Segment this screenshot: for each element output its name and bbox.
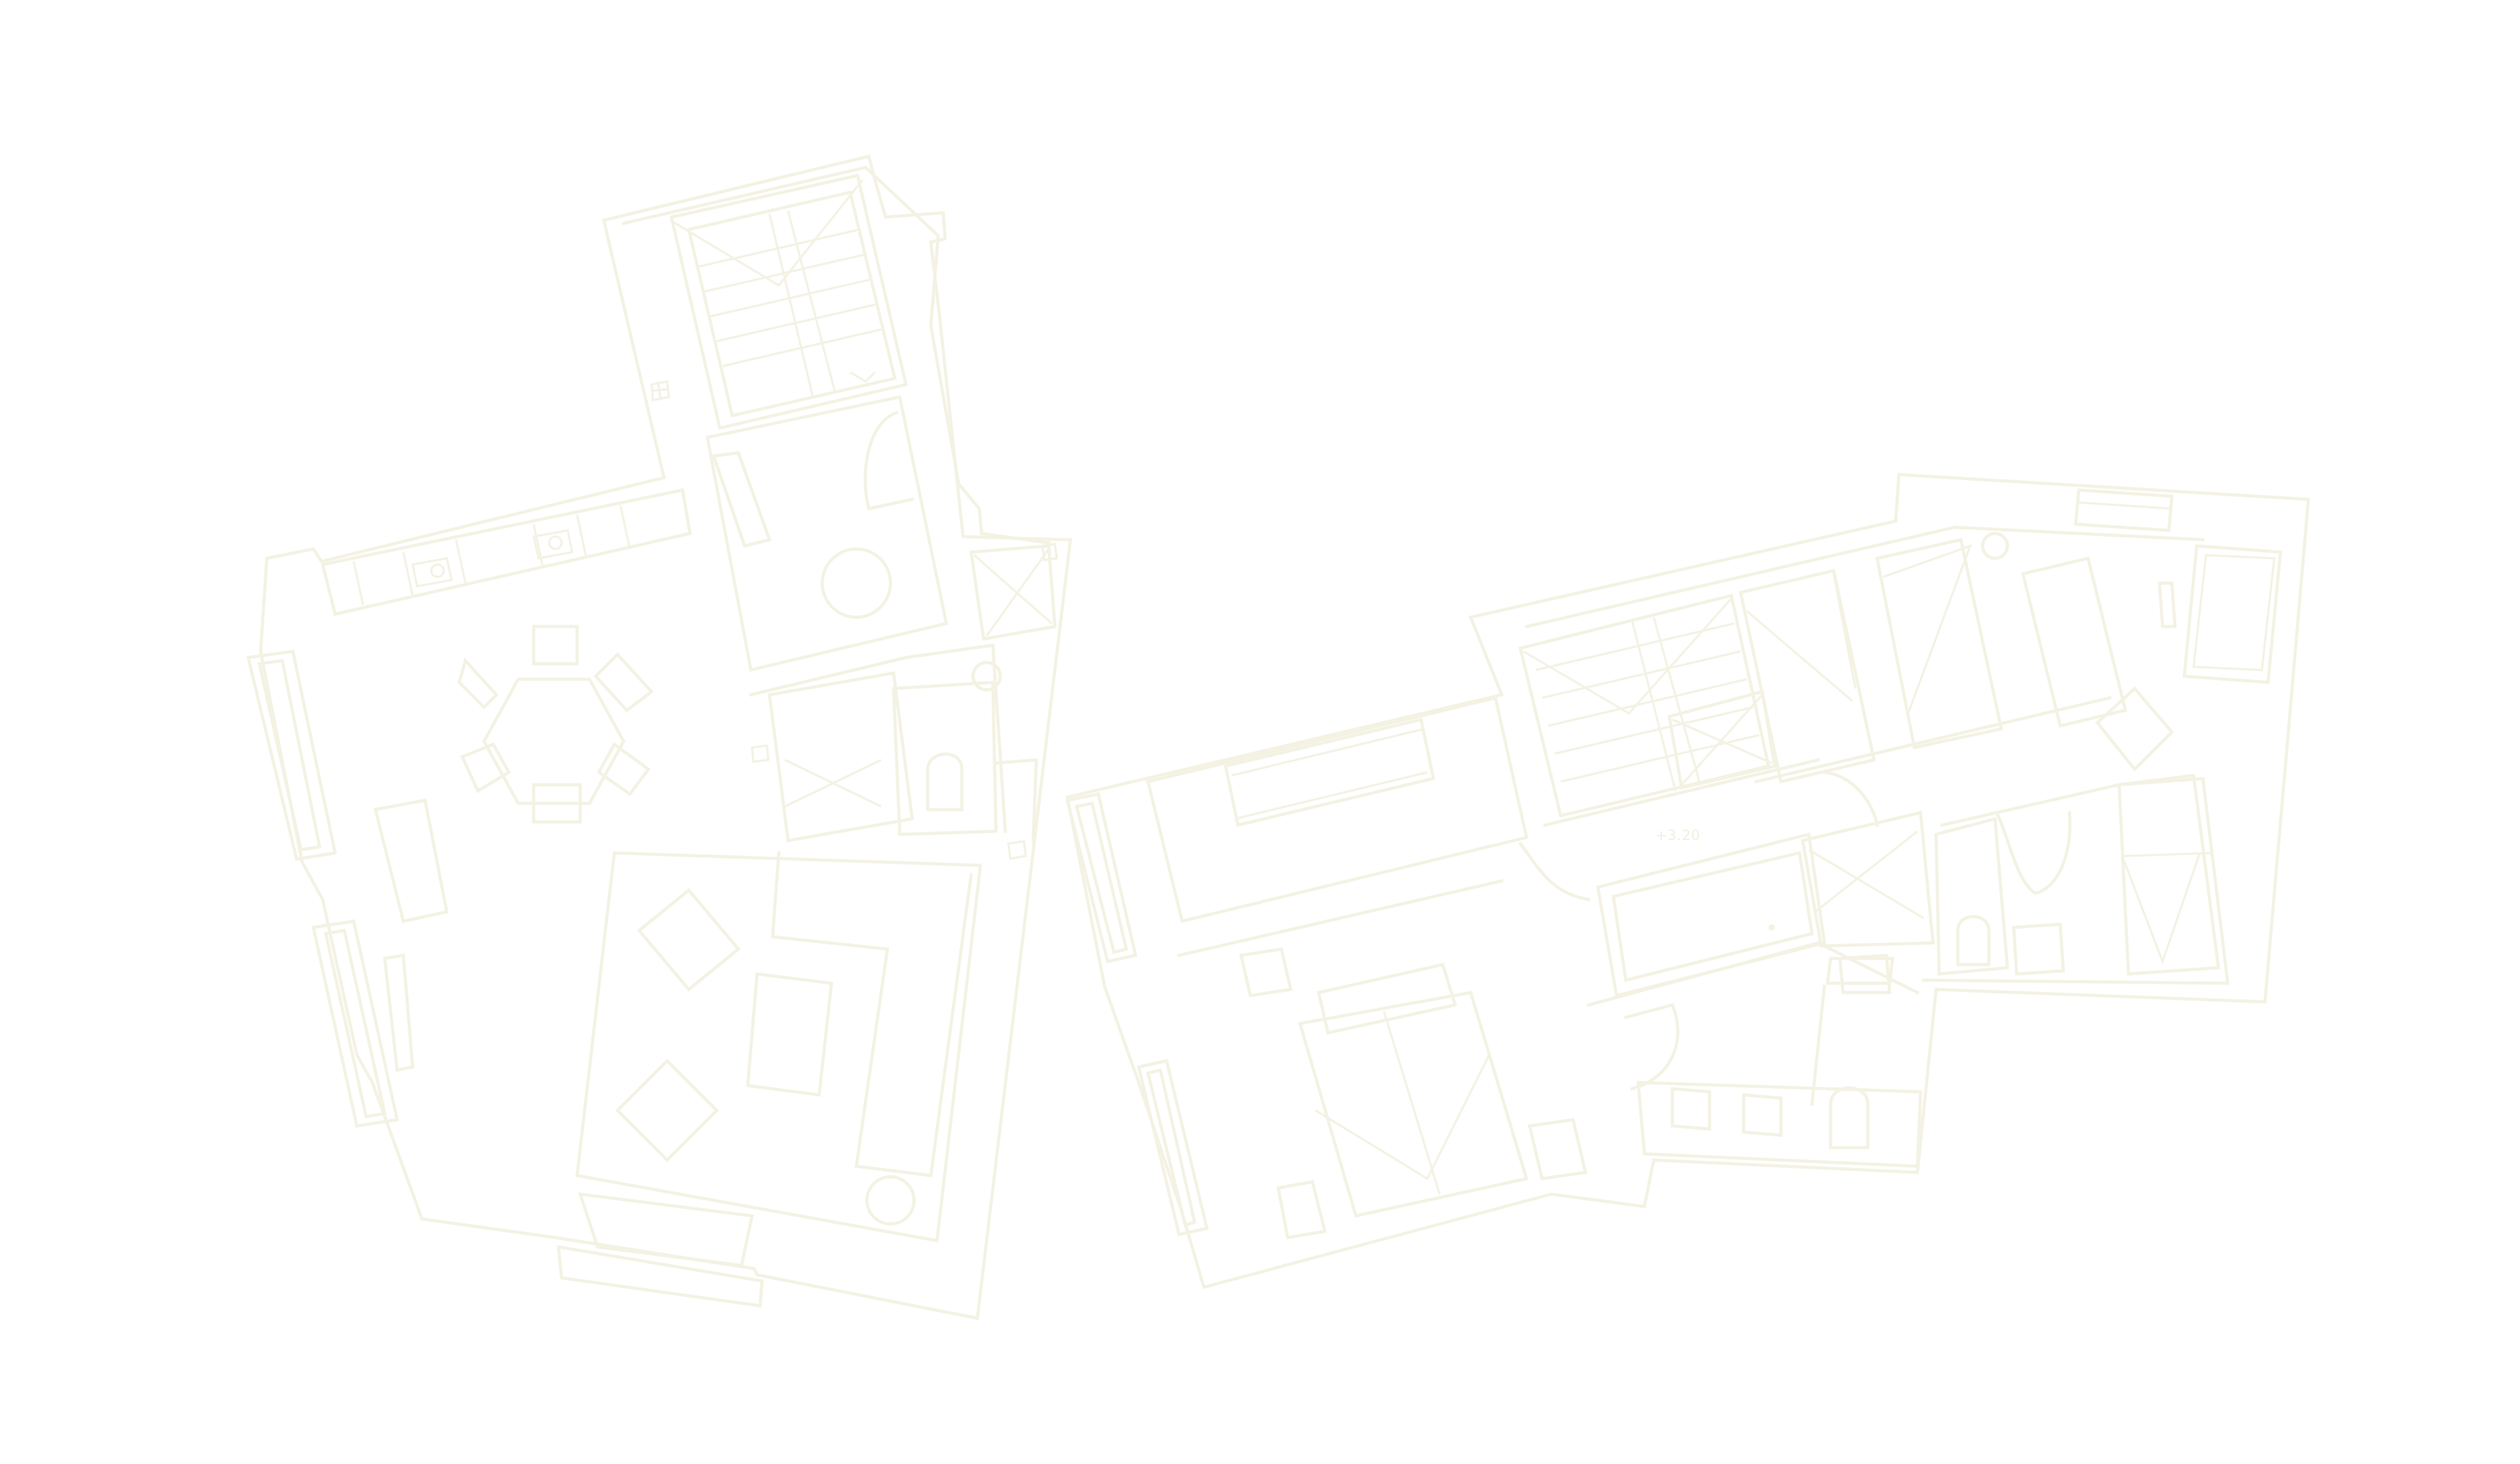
dining-table-icon [457,625,654,824]
left-apartment [246,154,1072,1320]
sofa-icon [575,851,982,1243]
toilet-icon [1838,816,2065,994]
stair-flight-icon [1518,593,1777,818]
right-apartment [1065,473,2310,1290]
right-lower-wall [1586,941,1920,1106]
right-room-wall [1146,695,1528,957]
bathtub-icon [1596,832,1826,998]
left-apartment-inner-wall [622,166,1051,545]
left-window-bottom [311,919,400,1128]
door-swing-icon [1518,770,1879,901]
left-window-small [373,798,449,1072]
stair-flight-icon [670,174,908,431]
door-swing-icon [863,410,914,511]
wardrobe-icon [2074,488,2282,684]
door-swing-icon [1623,1003,1680,1091]
sink-icon [1636,957,1922,1168]
left-hall-room [706,395,948,672]
shower-icon [2117,774,2220,976]
kitchen-counter-icon [320,488,692,616]
right-wet-room-wall [1922,777,2230,985]
right-window-top [1065,792,1138,963]
left-bathroom-wall [748,643,1038,842]
left-service-room [711,451,772,548]
right-window-bottom [1136,1059,1209,1236]
door-swing-icon [1996,811,2072,895]
bathtub-icon [768,671,914,842]
left-apartment-outline [259,154,1072,1320]
wardrobe-icon [1224,717,1435,828]
left-window-top [246,649,337,861]
right-apartment-outline [1065,473,2310,1290]
round-table-icon [820,547,892,619]
ventilation-shaft-icon [969,544,1057,641]
toilet-icon [892,661,1002,836]
bed-icon [1239,947,1588,1239]
left-balcony [557,1192,764,1308]
stair-flight-icon [650,380,1058,860]
right-corridor-wall [1524,525,2205,828]
bed-icon [1739,532,2174,784]
level-label: +3.20 [1656,828,1701,844]
shower-icon [1801,810,1935,948]
